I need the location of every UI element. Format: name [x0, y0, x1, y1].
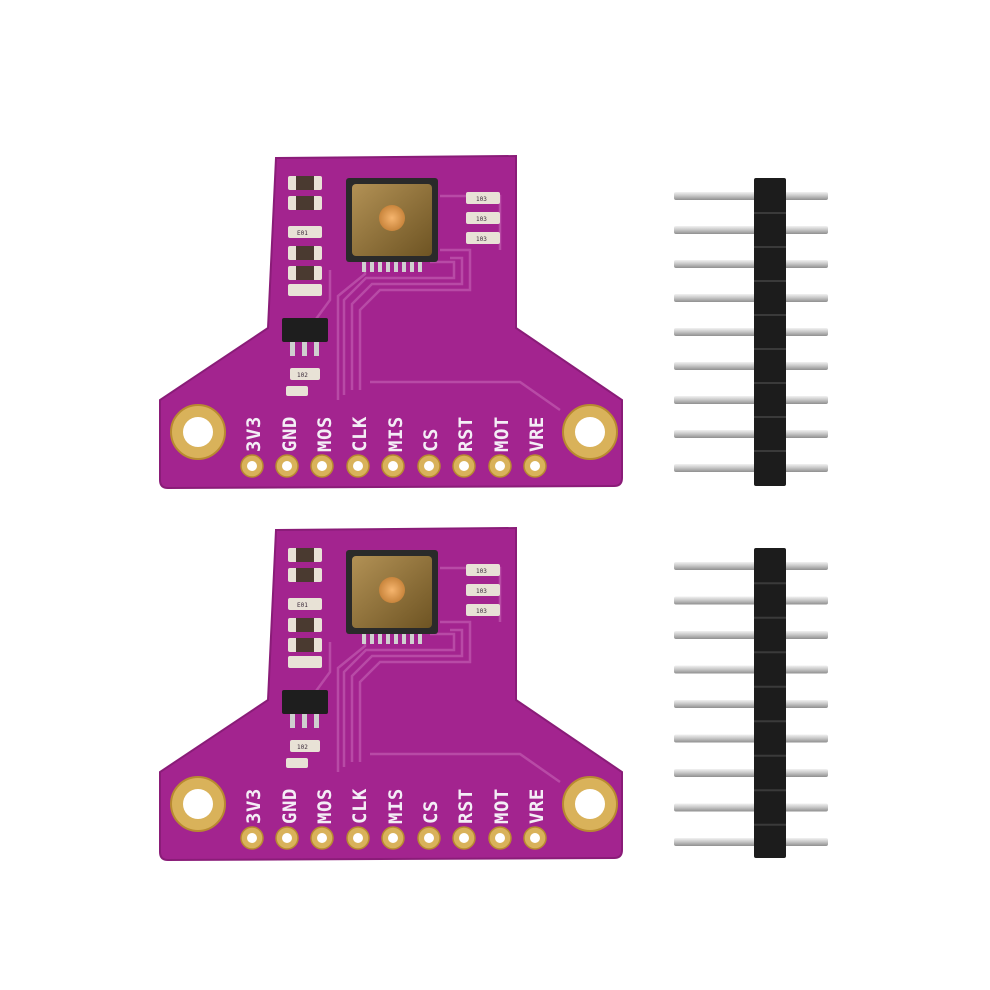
- pin-label-mot: MOT: [491, 416, 513, 452]
- header-pin: [674, 464, 828, 472]
- header-pin: [674, 226, 828, 234]
- pin-label-clk: CLK: [349, 416, 371, 452]
- header-segment-divider: [754, 789, 786, 792]
- header-pin: [674, 192, 828, 200]
- header-pin: [674, 631, 828, 639]
- header-segment-divider: [754, 616, 786, 619]
- pin-labels: 3V3 GND MOS CLK MIS CS RST MOT VRE: [243, 416, 548, 452]
- pin-label-mis: MIS: [385, 788, 407, 824]
- header-pin: [674, 396, 828, 404]
- header-pin: [674, 803, 828, 812]
- pin-label-3v3: 3V3: [243, 788, 265, 824]
- header-segment-divider: [754, 823, 786, 826]
- component-label: E01: [297, 602, 308, 609]
- header-pin: [674, 294, 828, 302]
- header-segment-divider: [754, 348, 786, 350]
- component-label: 102: [297, 744, 308, 751]
- component-label: 103: [476, 196, 487, 203]
- header-pin: [674, 328, 828, 336]
- header-pin: [674, 665, 828, 674]
- header-pin: [674, 260, 828, 268]
- component-label: 103: [476, 216, 487, 223]
- header-segment-divider: [754, 720, 786, 723]
- header-segment-divider: [754, 314, 786, 316]
- header-segment-divider: [754, 280, 786, 282]
- pin-label-mis: MIS: [385, 416, 407, 452]
- pin-label-vre: VRE: [526, 416, 548, 452]
- header-segment-divider: [754, 651, 786, 654]
- header-pin: [674, 700, 828, 708]
- mounting-hole-right: [562, 404, 618, 460]
- pin-label-rst: RST: [455, 416, 477, 452]
- pin-label-mos: MOS: [314, 788, 336, 824]
- sensor-breakout-board-1: E01 102 103 103 103 3V3 GND MOS CLK: [159, 154, 623, 490]
- header-pin: [674, 430, 828, 438]
- pin-label-gnd: GND: [279, 416, 301, 452]
- header-segment-divider: [754, 450, 786, 452]
- pin-label-clk: CLK: [349, 788, 371, 824]
- pin-header-2: [674, 548, 828, 858]
- header-pads: [240, 826, 547, 850]
- component-label: 103: [476, 236, 487, 243]
- pin-label-3v3: 3V3: [243, 416, 265, 452]
- component-label: 102: [297, 372, 308, 379]
- header-pin: [674, 596, 828, 605]
- component-label: 103: [476, 588, 487, 595]
- header-plastic-body: [754, 548, 786, 858]
- pin-label-cs: CS: [420, 428, 442, 452]
- pin-label-cs: CS: [420, 800, 442, 824]
- smd-components-left: E01 102: [282, 176, 328, 396]
- pcb-traces: [306, 194, 561, 412]
- header-pin: [674, 838, 828, 846]
- pin-header-1: [674, 178, 828, 486]
- pcb-outline: [159, 526, 623, 862]
- component-label: E01: [297, 230, 308, 237]
- header-pin: [674, 562, 828, 570]
- sensor-chip: [346, 550, 438, 644]
- header-pin: [674, 769, 828, 777]
- pin-label-mos: MOS: [314, 416, 336, 452]
- header-segment-divider: [754, 246, 786, 248]
- header-pad-holes: [247, 833, 540, 843]
- header-segment-divider: [754, 212, 786, 214]
- header-segment-divider: [754, 582, 786, 585]
- pin-label-rst: RST: [455, 788, 477, 824]
- smd-components-right: 103 103 103: [466, 192, 500, 244]
- smd-components-right: 103 103 103: [466, 564, 500, 616]
- header-pin: [674, 362, 828, 370]
- mounting-hole-left: [170, 776, 226, 832]
- header-pad-holes: [247, 461, 540, 471]
- pcb-outline: [159, 154, 623, 490]
- mounting-hole-left: [170, 404, 226, 460]
- component-label: 103: [476, 608, 487, 615]
- pin-labels: 3V3 GND MOS CLK MIS CS RST MOT VRE: [243, 788, 548, 824]
- smd-components-left: E01 102: [282, 548, 328, 768]
- sensor-breakout-board-2: E01 102 103 103 103 3V3 GND MOS CLK MIS: [159, 526, 623, 862]
- pcb-traces: [306, 566, 561, 784]
- mounting-hole-right: [562, 776, 618, 832]
- pin-label-gnd: GND: [279, 788, 301, 824]
- header-plastic-body: [754, 178, 786, 486]
- component-label: 103: [476, 568, 487, 575]
- pin-label-vre: VRE: [526, 788, 548, 824]
- header-segment-divider: [754, 754, 786, 757]
- pin-label-mot: MOT: [491, 788, 513, 824]
- header-pin: [674, 734, 828, 743]
- header-segment-divider: [754, 685, 786, 688]
- header-segment-divider: [754, 416, 786, 418]
- sensor-chip: [346, 178, 438, 272]
- header-segment-divider: [754, 382, 786, 384]
